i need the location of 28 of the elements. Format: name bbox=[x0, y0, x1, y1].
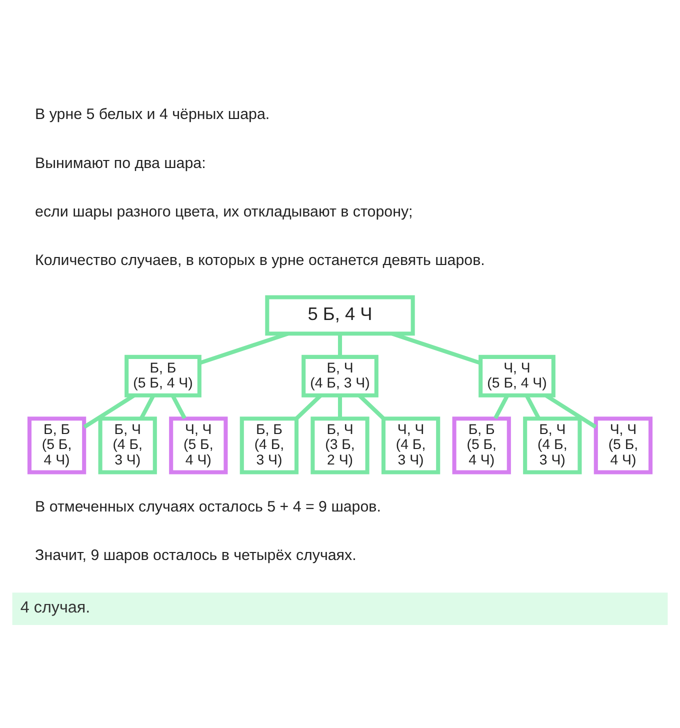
label: Значит, 9 шаров осталось в четырёх случаях. bbox=[35, 547, 356, 564]
node-box: Б, Ч (4 Б, 3 Ч) bbox=[98, 416, 157, 474]
label: В отмеченных случаях осталось 5 + 4 = 9 шаров. bbox=[35, 498, 381, 516]
node-box: Б, Б (5 Б, 4 Ч) bbox=[124, 354, 202, 398]
node-box: Б, Ч (4 Б, 3 Ч) bbox=[302, 354, 378, 398]
connector bbox=[170, 394, 186, 420]
label: В урне 5 белых и 4 чёрных шара. bbox=[35, 106, 270, 124]
node-box: Б, Б (5 Б, 4 Ч) bbox=[452, 416, 511, 474]
node-box: Ч, Ч (5 Б, 4 Ч) bbox=[478, 354, 556, 398]
node-box: 4 случая. bbox=[12, 592, 668, 625]
connector bbox=[524, 394, 540, 420]
node-box: Б, Б (4 Б, 3 Ч) bbox=[240, 416, 299, 474]
node-box: Б, Б (5 Б, 4 Ч) bbox=[27, 416, 86, 474]
node-box: 5 Б, 4 Ч bbox=[265, 295, 415, 336]
label: Вынимают по два шара: bbox=[35, 154, 206, 172]
connector bbox=[295, 394, 322, 420]
label: Количество случаев, в которых в урне останется девять шаров. bbox=[35, 252, 485, 269]
node-box: Б, Ч (4 Б, 3 Ч) bbox=[523, 416, 582, 474]
node-box: Ч, Ч (4 Б, 3 Ч) bbox=[381, 416, 440, 474]
node-box: Ч, Ч (5 Б, 4 Ч) bbox=[594, 416, 653, 474]
label: если шары разного цвета, их откладывают в сторону; bbox=[35, 203, 413, 220]
connector bbox=[494, 394, 510, 420]
connector bbox=[338, 334, 342, 357]
connector bbox=[140, 394, 156, 420]
connector bbox=[338, 396, 342, 418]
node-box: Ч, Ч (5 Б, 4 Ч) bbox=[169, 416, 228, 474]
connector bbox=[358, 394, 385, 420]
node-box: Б, Ч (3 Б, 2 Ч) bbox=[310, 416, 370, 474]
